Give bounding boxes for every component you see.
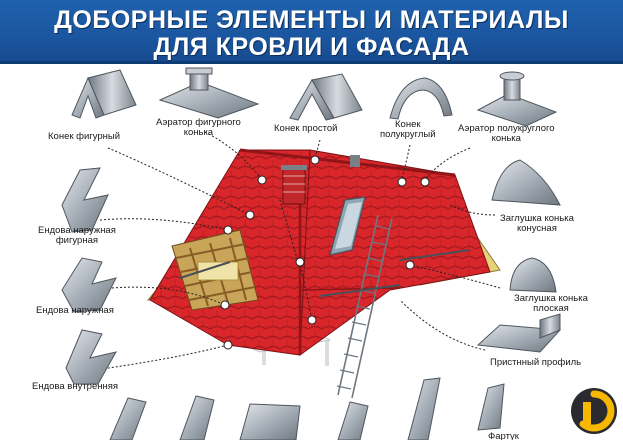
valley-outer-icon <box>61 257 117 313</box>
label-end-cap-flat-line2: плоская <box>533 303 569 314</box>
ridge-semicircle-icon <box>389 77 453 120</box>
page-title-line-2: ДЛЯ КРОВЛИ И ФАСАДА <box>153 33 470 61</box>
wall-profile-icon <box>476 313 562 353</box>
label-valley-outer-figured: Ендова наружная фигурная <box>38 226 116 246</box>
ridge-simple-icon <box>289 73 363 121</box>
label-valley-outer: Ендова наружная <box>36 305 114 316</box>
aerator-semicircle-icon <box>476 71 558 127</box>
pointer-markers <box>220 155 430 350</box>
label-end-cap-cone: Заглушка конька конусная <box>500 214 574 234</box>
label-aerator-figured: Аэратор фигурного конька <box>156 118 241 138</box>
label-end-cap-flat: Заглушка конька плоская <box>514 294 588 314</box>
house-illustration <box>146 148 501 399</box>
label-aerator-semicircle-line1: Аэратор полукруглого <box>458 123 555 134</box>
valley-outer-figured-icon <box>61 167 109 233</box>
valley-inner-icon <box>65 329 117 385</box>
label-ridge-semicircle-line2: полукруглый <box>380 129 436 140</box>
bottom-profile-icons <box>109 377 505 440</box>
label-aerator-figured-line2: конька <box>183 127 214 138</box>
title-banner: ДОБОРНЫЕ ЭЛЕМЕНТЫ И МАТЕРИАЛЫ ДЛЯ КРОВЛИ… <box>0 0 623 64</box>
label-ridge-semicircle: Конек полукруглый <box>380 120 436 140</box>
label-apron: Фартук <box>488 431 519 440</box>
label-valley-outer-figured-line2: фигурная <box>55 235 99 246</box>
label-ridge-semicircle-line1: Конек <box>395 119 421 130</box>
brand-logo <box>571 388 617 434</box>
label-end-cap-flat-line1: Заглушка конька <box>514 293 588 304</box>
label-end-cap-cone-line2: конусная <box>517 223 557 234</box>
aerator-figured-icon <box>158 67 260 119</box>
ridge-figured-icon <box>71 69 137 119</box>
end-cap-cone-icon <box>491 159 561 206</box>
label-ridge-simple: Конек простой <box>274 123 338 134</box>
end-cap-flat-icon <box>509 257 557 293</box>
roof-diagram <box>61 67 562 440</box>
label-aerator-semicircle-line2: конька <box>491 133 521 144</box>
label-valley-outer-figured-line1: Ендова наружная <box>38 225 116 236</box>
label-ridge-figured: Конек фигурный <box>48 131 121 142</box>
page-title-line-1: ДОБОРНЫЕ ЭЛЕМЕНТЫ И МАТЕРИАЛЫ <box>54 6 569 34</box>
label-aerator-figured-line1: Аэратор фигурного <box>156 117 241 128</box>
label-end-cap-cone-line1: Заглушка конька <box>500 213 574 224</box>
label-aerator-semicircle: Аэратор полукруглого конька <box>458 124 555 144</box>
label-wall-profile: Пристнный профиль <box>490 357 582 368</box>
label-valley-inner: Ендова внутренняя <box>32 381 119 392</box>
